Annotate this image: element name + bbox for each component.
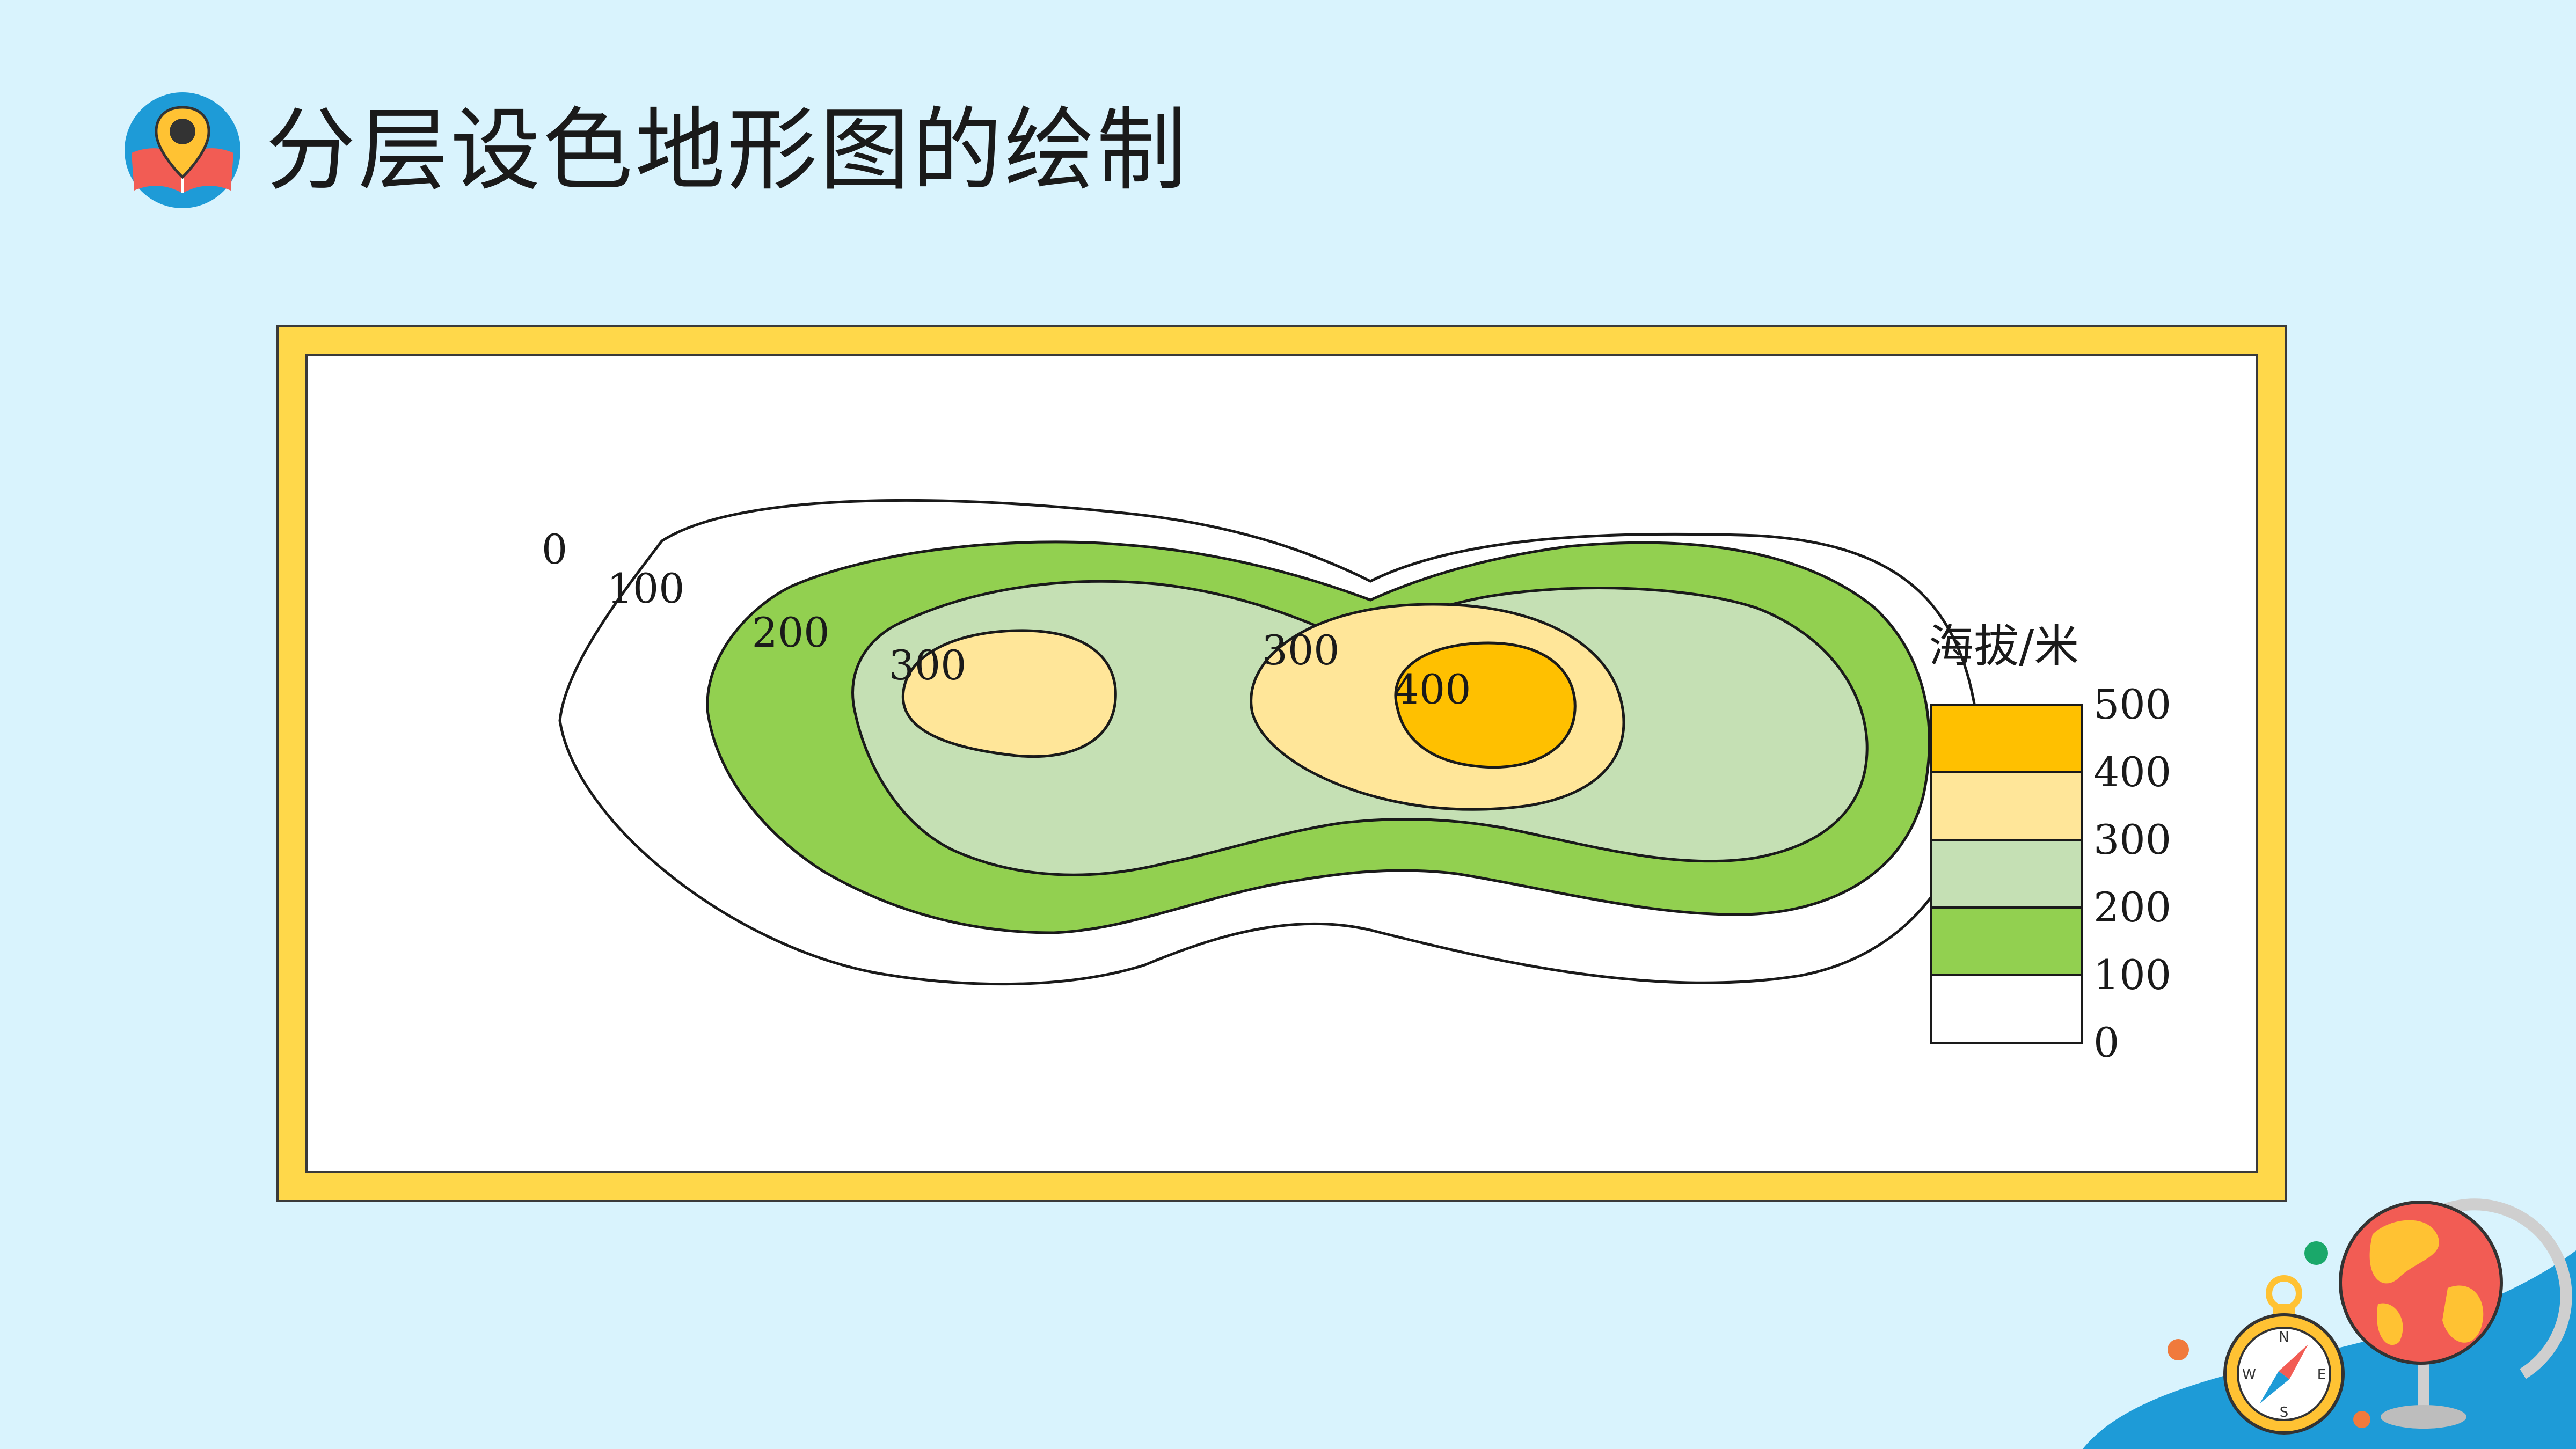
svg-text:N: N — [2279, 1329, 2289, 1345]
map-canvas: 0 100 200 300 300 400 海拔/米 500 400 300 200 1… — [305, 354, 2258, 1173]
page-title: 分层设色地形图的绘制 — [266, 98, 1189, 203]
legend-swatch-300-400 — [1930, 771, 2083, 841]
dot-decoration — [2353, 1411, 2370, 1428]
svg-text:W: W — [2242, 1367, 2256, 1383]
legend: 海拔/米 500 400 300 200 100 0 — [1929, 620, 2171, 1066]
legend-swatch-0-100 — [1930, 974, 2083, 1044]
legend-tick-500: 500 — [2093, 680, 2171, 728]
legend-swatch-200-300 — [1930, 839, 2083, 909]
legend-swatch-100-200 — [1930, 906, 2083, 976]
compass-icon: N S W E — [2223, 1275, 2345, 1435]
contour-300-left — [901, 629, 1117, 758]
legend-tick-200: 200 — [2093, 883, 2171, 931]
map-frame: 0 100 200 300 300 400 海拔/米 500 400 300 200 1… — [276, 325, 2287, 1202]
legend-tick-300: 300 — [2093, 816, 2171, 863]
blue-wave-decoration — [2083, 1250, 2576, 1449]
svg-text:S: S — [2280, 1404, 2289, 1421]
contour-label-300-left: 300 — [888, 641, 966, 689]
contour-label-100: 100 — [607, 565, 684, 612]
legend-tick-0: 0 — [2093, 1019, 2119, 1066]
contour-label-400: 400 — [1393, 665, 1471, 713]
dot-decoration — [2304, 1241, 2328, 1265]
contour-label-0: 0 — [542, 525, 567, 573]
legend-swatch-400-500 — [1930, 704, 2083, 773]
contour-map: 0 100 200 300 300 400 海拔/米 500 400 300 200 1… — [538, 499, 2171, 1066]
legend-tick-400: 400 — [2093, 748, 2171, 796]
contour-400 — [1394, 641, 1577, 769]
globe-icon — [2339, 1198, 2572, 1429]
dot-decoration — [2168, 1339, 2189, 1360]
legend-title: 海拔/米 — [1929, 620, 2079, 672]
contour-label-300-right: 300 — [1261, 626, 1339, 674]
svg-text:E: E — [2317, 1367, 2326, 1383]
map-pin-book-icon — [125, 92, 240, 208]
contour-label-200: 200 — [751, 609, 829, 656]
legend-tick-100: 100 — [2093, 951, 2171, 999]
